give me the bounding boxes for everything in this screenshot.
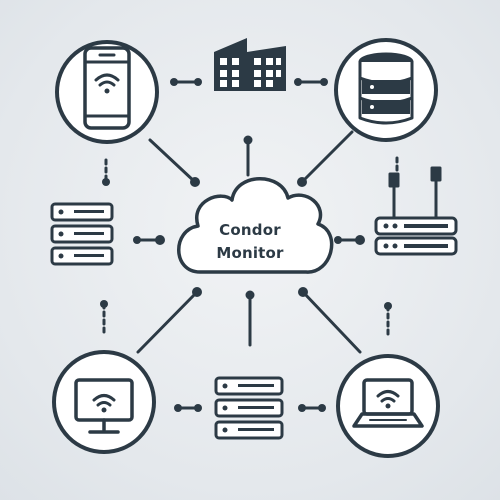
database-icon (358, 52, 414, 125)
connector-dot (100, 300, 108, 308)
connector-dot (194, 78, 202, 86)
connector-dot (294, 78, 302, 86)
server-rack-icon (50, 202, 114, 266)
connector-dot (155, 235, 165, 245)
cloud-icon (177, 177, 334, 274)
node-server-bottom (214, 376, 284, 440)
connector-line (148, 138, 197, 184)
wifi-router-icon (374, 166, 458, 256)
connector-dot (384, 302, 392, 310)
connector-dot (190, 177, 200, 187)
node-router (374, 166, 458, 256)
connector-dot (298, 404, 306, 412)
node-desktop (52, 350, 156, 454)
laptop-icon (352, 378, 424, 428)
connector-dot (133, 236, 141, 244)
wifi-icon (94, 73, 120, 94)
node-server-left (50, 202, 114, 266)
connector-line (300, 130, 354, 184)
office-building-icon (214, 38, 286, 91)
connector-dot (334, 236, 342, 244)
connector-line (136, 290, 199, 354)
node-laptop (336, 354, 440, 458)
wifi-icon (92, 394, 116, 413)
connector-dot (192, 287, 202, 297)
connector-line (301, 290, 362, 354)
smartphone-icon (83, 46, 131, 130)
wifi-icon (376, 390, 400, 409)
connector-dot (243, 135, 253, 145)
node-database (334, 38, 438, 142)
server-rack-icon (214, 376, 284, 440)
connector-dot (102, 178, 110, 186)
connector-dot (297, 177, 307, 187)
connector-dot (355, 235, 365, 245)
hub-label-line1: Condor (219, 221, 281, 239)
connector-dot (174, 404, 182, 412)
hub-label-line2: Monitor (216, 244, 284, 262)
connector-dot (318, 404, 326, 412)
connector-dot (245, 290, 255, 300)
connector-dot (320, 78, 328, 86)
cloud-hub (177, 177, 334, 274)
connector-dot (170, 78, 178, 86)
building-windows (220, 58, 281, 87)
node-office (214, 38, 286, 91)
desktop-monitor-icon (74, 378, 134, 434)
connector-dot (298, 287, 308, 297)
connector-dots (100, 78, 392, 412)
node-smartphone (55, 40, 159, 144)
connector-dot (194, 404, 202, 412)
